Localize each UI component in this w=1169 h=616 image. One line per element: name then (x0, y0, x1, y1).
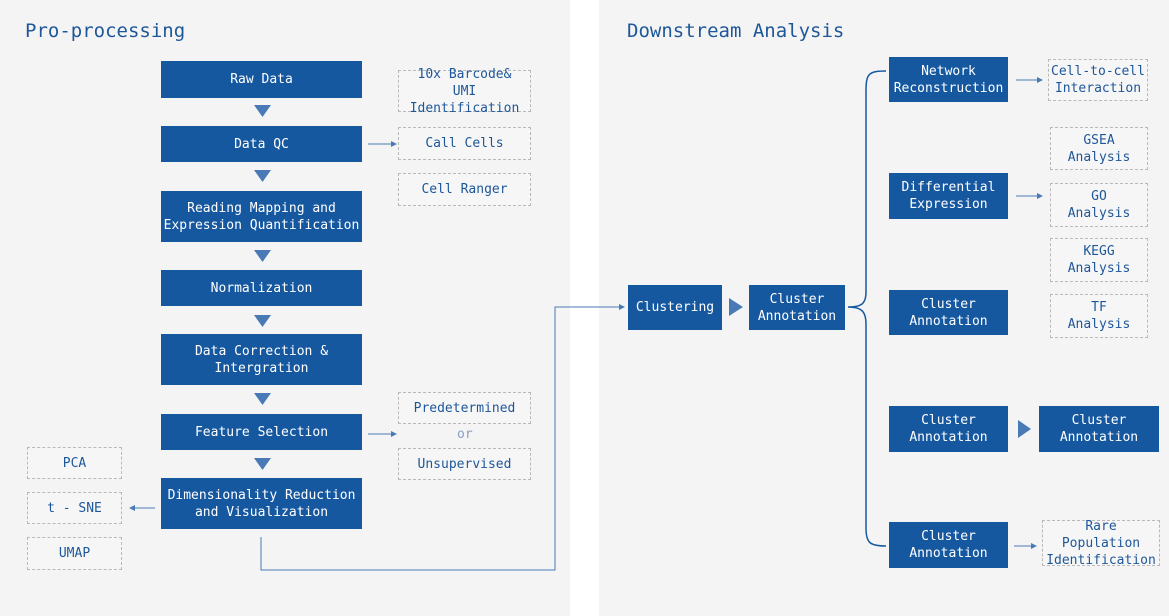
method-tsne: t - SNE (27, 492, 122, 524)
step-feature-selection: Feature Selection (161, 414, 362, 450)
step-arrow (254, 393, 271, 405)
step-arrow (254, 315, 271, 327)
method-pca: PCA (27, 447, 122, 479)
step-arrow (254, 458, 271, 470)
enrichment-go: GO Analysis (1050, 183, 1148, 227)
branch-cluster-annotation-3: Cluster Annotation (889, 522, 1008, 568)
note-predetermined: Predetermined (398, 392, 531, 424)
clustering-box: Clustering (628, 285, 722, 330)
step-arrow (254, 250, 271, 262)
step-data-correction: Data Correction & Intergration (161, 334, 362, 385)
or-label: or (457, 427, 473, 442)
output-cluster-annotation: Cluster Annotation (1039, 406, 1159, 452)
branch-differential-expression: Differential Expression (889, 173, 1008, 219)
output-cell-interaction: Cell-to-cell Interaction (1048, 59, 1148, 101)
step-normalization: Normalization (161, 270, 362, 306)
enrichment-tf: TF Analysis (1050, 294, 1148, 338)
note-call-cells: Call Cells (398, 127, 531, 160)
flow-arrow (1018, 420, 1031, 438)
preprocessing-title: Pro-processing (25, 20, 186, 42)
note-barcode-umi: 10x Barcode& UMI Identification (398, 67, 531, 116)
output-rare-population: Rare Population Identification (1042, 519, 1160, 568)
flow-arrow (729, 298, 743, 316)
note-cell-ranger: Cell Ranger (398, 173, 531, 206)
note-unsupervised: Unsupervised (398, 448, 531, 480)
downstream-title: Downstream Analysis (627, 20, 845, 42)
method-umap: UMAP (27, 537, 122, 570)
step-dimensionality-reduction: Dimensionality Reduction and Visualizati… (161, 478, 362, 529)
step-arrow (254, 170, 271, 182)
enrichment-gsea: GSEA Analysis (1050, 127, 1148, 170)
cluster-annotation-box: Cluster Annotation (749, 285, 845, 330)
branch-network-reconstruction: Network Reconstruction (889, 57, 1008, 102)
step-reading-mapping: Reading Mapping and Expression Quantific… (161, 191, 362, 242)
step-data-qc: Data QC (161, 126, 362, 162)
branch-cluster-annotation-2: Cluster Annotation (889, 406, 1008, 452)
step-arrow (254, 105, 271, 117)
enrichment-kegg: KEGG Analysis (1050, 238, 1148, 282)
branch-cluster-annotation-1: Cluster Annotation (889, 290, 1008, 335)
step-raw-data: Raw Data (161, 61, 362, 98)
